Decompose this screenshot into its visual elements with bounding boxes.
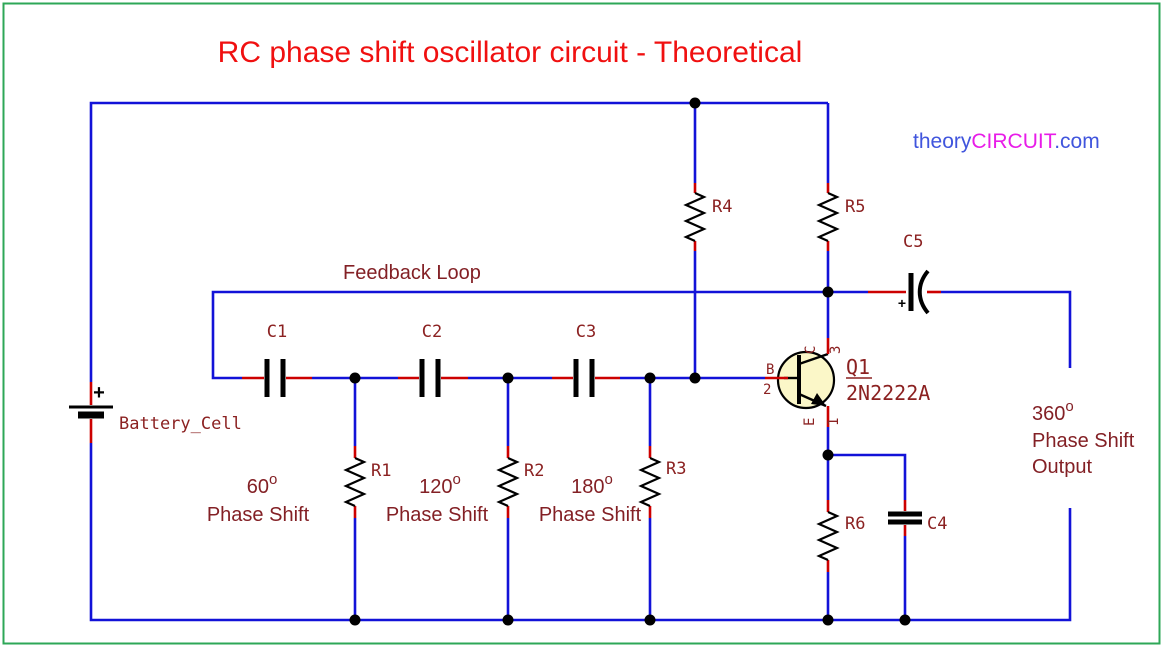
resistor-zigzag [638, 456, 662, 508]
q1-ref-label: Q1 [846, 355, 870, 379]
phase-shift-label-120: 120o Phase Shift [386, 471, 489, 526]
page-title: RC phase shift oscillator circuit - Theo… [218, 36, 803, 69]
junction [349, 372, 361, 384]
capacitor-c1: C1 [242, 322, 312, 397]
brand-dotcom: .com [1054, 130, 1100, 153]
resistor-r2: R2 [496, 446, 544, 518]
phase-degrees: 120o [419, 471, 461, 498]
phase-text-output: Output [1032, 456, 1092, 478]
c4-label: C4 [927, 514, 947, 534]
r6-label: R6 [845, 514, 865, 534]
c3-label: C3 [576, 322, 596, 342]
capacitor-c3: C3 [552, 322, 620, 397]
wire-c4-top [828, 453, 907, 500]
emitter-pin-number: 1 [826, 418, 842, 426]
junction [689, 97, 701, 109]
resistor-r4: R4 [683, 183, 732, 251]
resistor-zigzag [683, 191, 707, 243]
capacitor-c5: + C5 [868, 232, 941, 315]
transistor-body [776, 350, 836, 410]
brand-theory: theory [913, 130, 972, 153]
wire-left-and-top-rail [89, 101, 828, 382]
battery-plus-sign: + [93, 382, 105, 404]
transistor-collector-line [798, 352, 829, 366]
junction [899, 614, 911, 626]
junction [822, 286, 834, 298]
r2-label: R2 [524, 461, 544, 481]
q1-value-label: 2N2222A [846, 381, 930, 405]
r5-label: R5 [845, 197, 865, 217]
battery-cell: + Battery_Cell [69, 382, 242, 443]
c5-plus-sign: + [898, 295, 906, 311]
brand-circuit: CIRCUIT [971, 130, 1056, 153]
phase-text: Phase Shift [386, 504, 489, 526]
wire-bottom-rail [89, 443, 1072, 622]
junction [502, 372, 514, 384]
phase-degrees: 360o [1032, 398, 1074, 425]
r3-label: R3 [666, 459, 686, 479]
phase-text: Phase Shift [1032, 430, 1135, 452]
emitter-arrow [811, 393, 826, 406]
transistor-q1: B 2 C 3 E 1 Q1 2N2222A [763, 338, 930, 427]
phase-shift-label-180: 180o Phase Shift [539, 471, 642, 526]
junction [644, 614, 656, 626]
junction-dots [349, 97, 911, 626]
capacitor-c4: C4 [888, 500, 947, 536]
junction [689, 372, 701, 384]
junction [502, 614, 514, 626]
junction [822, 449, 834, 461]
resistor-zigzag [816, 191, 840, 243]
phase-shift-label-60: 60o Phase Shift [207, 471, 310, 526]
resistor-zigzag [816, 510, 840, 562]
phase-text: Phase Shift [207, 504, 310, 526]
resistor-zigzag [496, 456, 520, 508]
cap-plate-curved [917, 269, 930, 315]
resistor-zigzag [343, 456, 367, 508]
wire-feedback-loop [211, 290, 828, 380]
resistor-r3: R3 [638, 446, 686, 518]
resistor-r6: R6 [816, 500, 865, 572]
c5-label: C5 [903, 232, 923, 252]
c2-label: C2 [422, 322, 442, 342]
phase-text: Phase Shift [539, 504, 642, 526]
collector-pin-number: 3 [828, 346, 844, 354]
junction [349, 614, 361, 626]
resistor-r5: R5 [816, 183, 865, 251]
base-pin-name: B [766, 362, 774, 378]
wire-net [89, 101, 1072, 622]
collector-pin-name: C [803, 346, 819, 354]
brand-logo: theoryCIRCUIT.com [913, 130, 1100, 153]
capacitor-c2: C2 [398, 322, 468, 397]
emitter-pin-name: E [802, 418, 818, 426]
phase-degrees: 180o [571, 471, 613, 498]
c1-label: C1 [267, 322, 287, 342]
resistor-r1: R1 [343, 446, 391, 518]
junction [644, 372, 656, 384]
phase-degrees: 60o [247, 471, 278, 498]
feedback-loop-label: Feedback Loop [343, 262, 481, 284]
base-pin-number: 2 [763, 382, 771, 398]
r1-label: R1 [371, 461, 391, 481]
battery-label: Battery_Cell [119, 414, 242, 434]
r4-label: R4 [712, 197, 732, 217]
junction [822, 614, 834, 626]
phase-shift-label-360-output: 360o Phase Shift Output [1032, 398, 1135, 478]
wire-output-terminal [941, 290, 1072, 368]
